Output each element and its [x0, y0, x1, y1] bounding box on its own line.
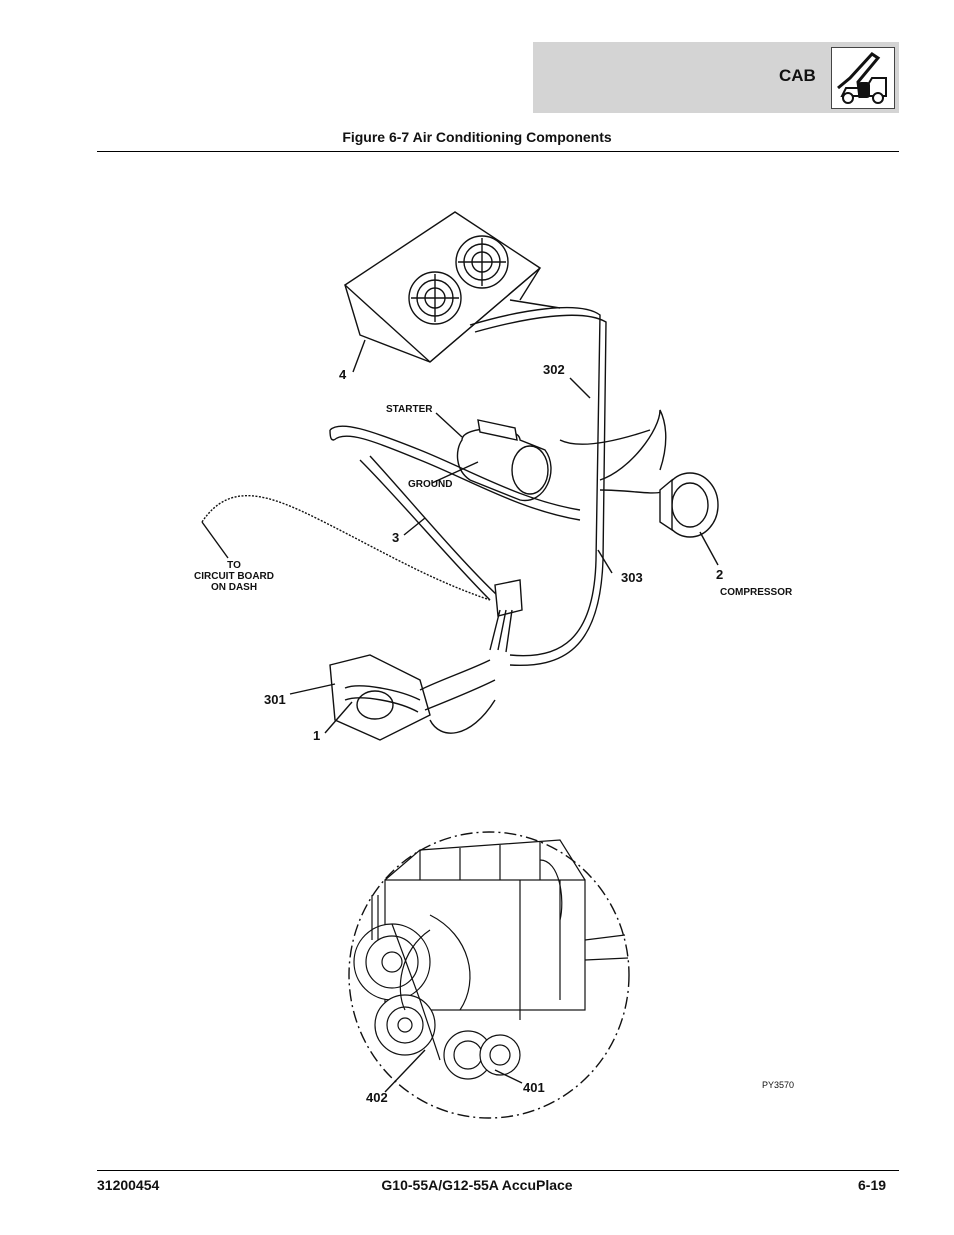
callout-303: 303 [621, 570, 643, 585]
starter-motor [456, 419, 552, 502]
doc-number: 31200454 [97, 1177, 160, 1193]
callout-302: 302 [543, 362, 565, 377]
page-number: 6-19 [858, 1177, 887, 1193]
label-ground: GROUND [408, 479, 453, 490]
telehandler-icon [831, 47, 895, 109]
label-compressor: COMPRESSOR [720, 587, 793, 598]
label-circuit-board-text: CIRCUIT BOARD [194, 571, 274, 582]
figure-title: Figure 6-7 Air Conditioning Components [342, 129, 612, 145]
callout-401: 401 [523, 1080, 545, 1095]
compressor [659, 472, 719, 538]
footer-divider [97, 1170, 899, 1171]
label-on-dash: ON DASH [210, 582, 258, 593]
model-name: G10-55A/G12-55A AccuPlace [381, 1177, 573, 1193]
label-starter: STARTER [386, 404, 433, 415]
figure-code: PY3570 [762, 1080, 795, 1090]
top-divider [97, 151, 899, 152]
section-title: CAB [779, 66, 816, 85]
callout-1: 1 [313, 728, 321, 743]
callout-3: 3 [392, 530, 400, 545]
callout-4: 4 [339, 367, 347, 382]
condenser-unit [343, 211, 542, 363]
evaporator-unit [329, 654, 496, 741]
callout-301: 301 [264, 692, 286, 707]
callout-2: 2 [716, 567, 724, 582]
callout-402: 402 [366, 1090, 388, 1105]
label-circuit-board: TO CIRCUIT BOARD ON DASH [180, 560, 288, 593]
label-to: TO [227, 560, 241, 571]
engine-illustration [353, 839, 629, 1080]
